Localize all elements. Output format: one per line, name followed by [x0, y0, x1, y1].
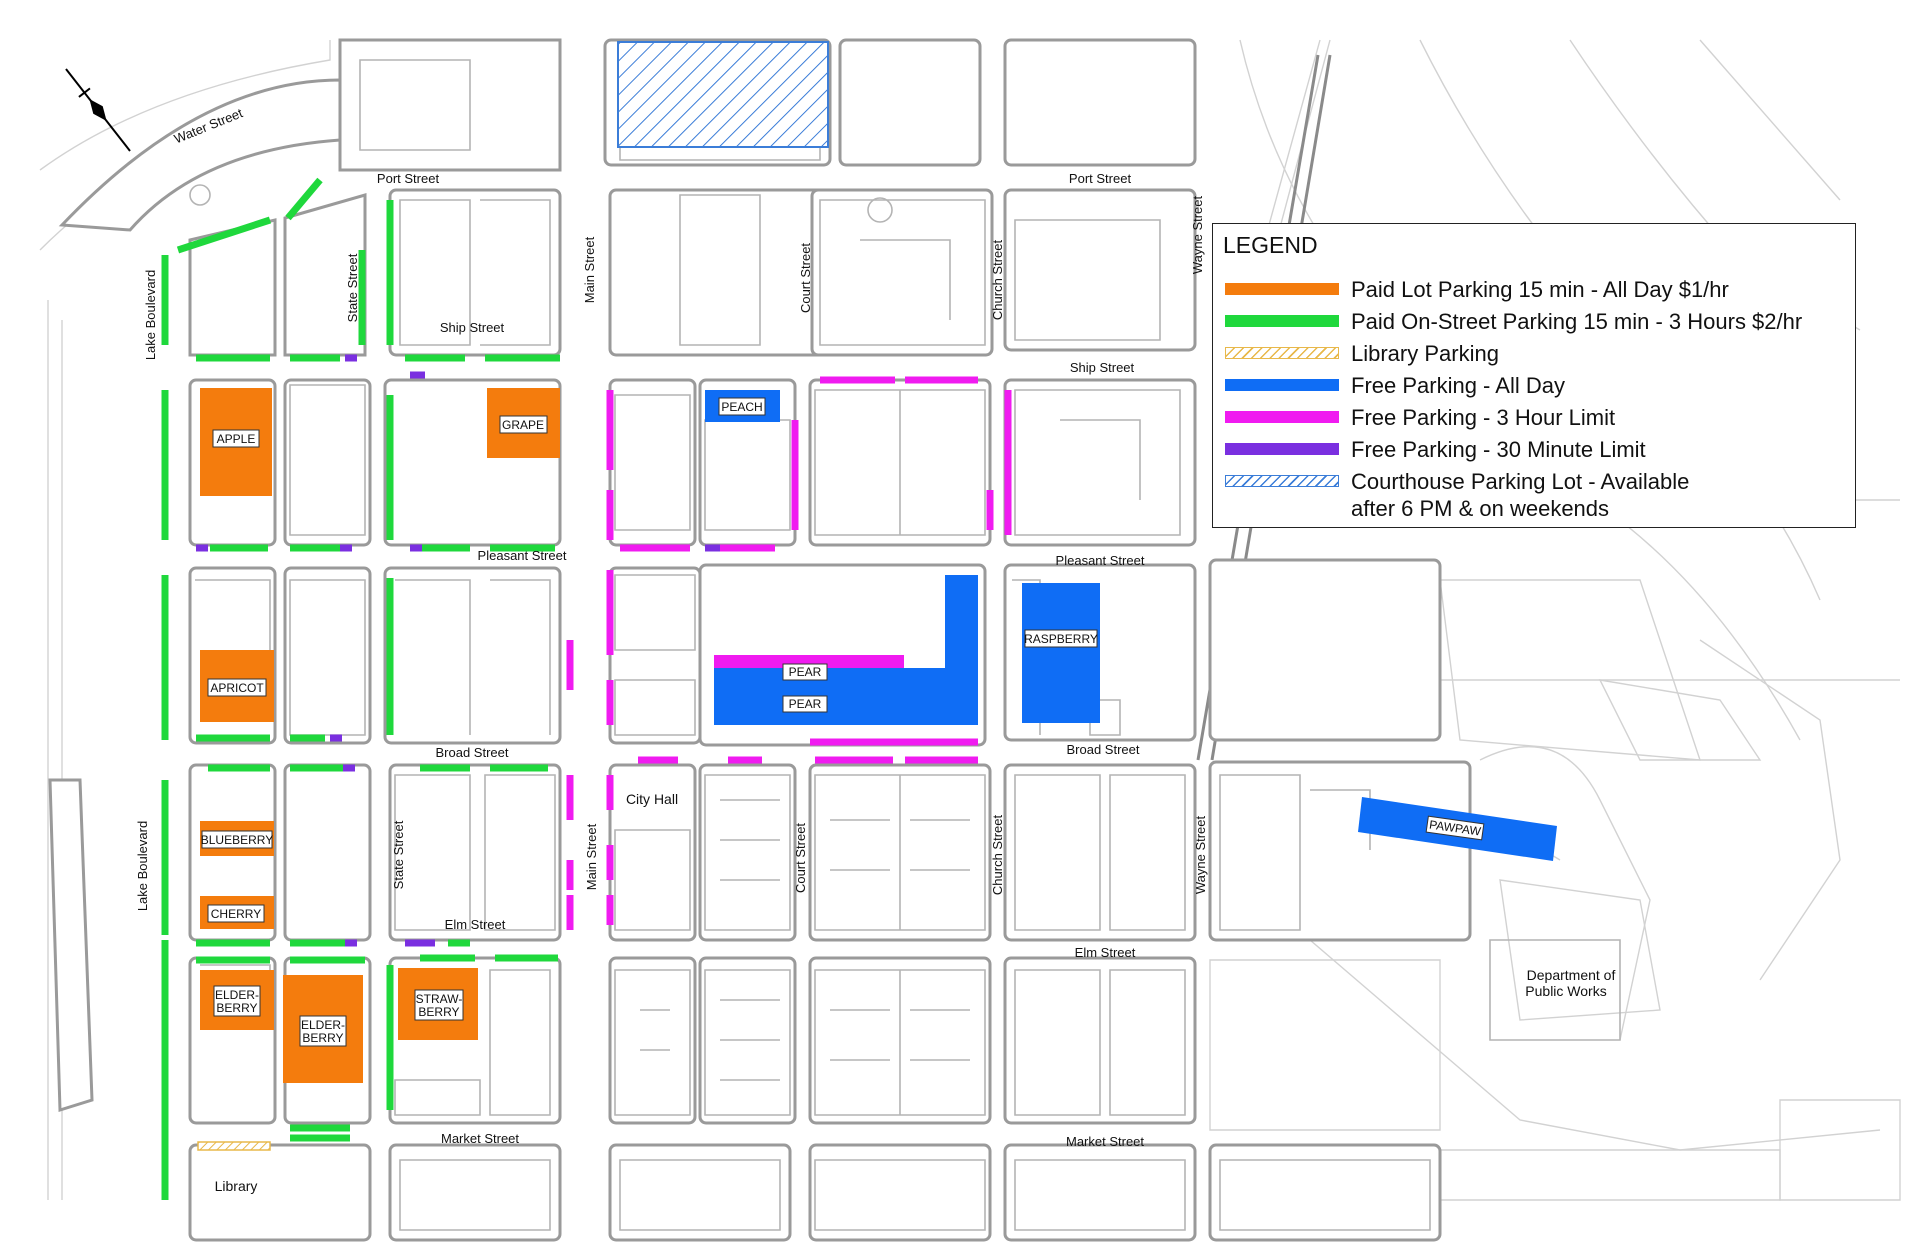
legend-swatch-free-30min [1225, 443, 1339, 455]
label-cherry: CHERRY [207, 904, 265, 923]
svg-text:STRAW-: STRAW- [416, 992, 463, 1006]
broad-street-label-w: Broad Street [436, 745, 509, 760]
legend-swatch-free-3hr [1225, 411, 1339, 423]
legend-item-free-30min: Free Parking - 30 Minute Limit [1225, 436, 1646, 462]
free-3hr-segments [566, 376, 1012, 930]
svg-text:BERRY: BERRY [216, 1001, 257, 1015]
label-strawberry: STRAW- BERRY [414, 989, 464, 1021]
ship-street-label-w: Ship Street [440, 320, 505, 335]
state-street-label-n: State Street [345, 253, 360, 322]
lake-boulevard-label-n: Lake Boulevard [143, 270, 158, 360]
library-label: Library [215, 1178, 258, 1194]
elm-street-label-e: Elm Street [1075, 945, 1136, 960]
city-hall-label: City Hall [626, 791, 678, 807]
svg-text:BERRY: BERRY [418, 1005, 459, 1019]
legend-swatch-paid-street [1225, 315, 1339, 327]
legend-swatch-paid-lot [1225, 283, 1339, 295]
library-parking[interactable] [197, 1141, 271, 1151]
svg-text:PEAR: PEAR [789, 665, 822, 679]
dpw-label-line2: Public Works [1525, 983, 1606, 999]
label-elderberry-2: ELDER- BERRY [299, 1015, 347, 1047]
legend-item-paid-lot: Paid Lot Parking 15 min - All Day $1/hr [1225, 276, 1729, 302]
state-street-label-s: State Street [391, 820, 406, 889]
legend-label: Library Parking [1351, 341, 1499, 366]
broad-street-label-e: Broad Street [1067, 742, 1140, 757]
svg-text:CHERRY: CHERRY [211, 907, 261, 921]
pleasant-street-label-w: Pleasant Street [478, 548, 567, 563]
dpw-label-line1: Department of [1527, 967, 1616, 983]
label-raspberry: RASPBERRY [1024, 629, 1098, 648]
label-blueberry: BLUEBERRY [201, 830, 273, 849]
svg-text:ELDER-: ELDER- [215, 988, 259, 1002]
svg-text:RASPBERRY: RASPBERRY [1024, 632, 1098, 646]
label-grape: GRAPE [499, 415, 548, 434]
label-peach: PEACH [718, 397, 766, 416]
north-arrow-icon [65, 68, 131, 152]
legend-label: Free Parking - 3 Hour Limit [1351, 405, 1616, 430]
lake-boulevard-label-s: Lake Boulevard [135, 821, 150, 911]
market-street-label-w: Market Street [441, 1131, 519, 1146]
legend-item-courthouse: Courthouse Parking Lot - Available after… [1225, 468, 1689, 524]
main-street-label-n: Main Street [582, 236, 597, 303]
legend-item-paid-street: Paid On-Street Parking 15 min - 3 Hours … [1225, 308, 1802, 334]
legend-label: Free Parking - All Day [1351, 373, 1565, 398]
svg-text:APPLE: APPLE [217, 432, 256, 446]
port-street-label-w: Port Street [377, 171, 440, 186]
label-apple: APPLE [212, 429, 260, 448]
church-street-label-s: Church Street [990, 815, 1005, 896]
building-labels: City Hall Department of Public Works Lib… [215, 791, 1616, 1194]
ship-street-label-e: Ship Street [1070, 360, 1135, 375]
courthouse-parking-lot[interactable] [617, 41, 829, 148]
court-street-label-n: Court Street [798, 243, 813, 313]
legend-item-library: Library Parking [1225, 340, 1499, 366]
legend-label: Paid Lot Parking 15 min - All Day $1/hr [1351, 277, 1729, 302]
lot-pear[interactable] [714, 575, 978, 725]
port-street-label-e: Port Street [1069, 171, 1132, 186]
paid-street-segments [161, 177, 560, 1200]
label-pear-1: PEAR [782, 663, 828, 681]
legend: LEGEND Paid Lot Parking 15 min - All Day… [1212, 223, 1856, 528]
legend-label: Courthouse Parking Lot - Available [1351, 469, 1690, 494]
legend-item-free-all-day: Free Parking - All Day [1225, 372, 1565, 398]
market-street-label-e: Market Street [1066, 1134, 1144, 1149]
svg-text:APRICOT: APRICOT [210, 681, 264, 695]
legend-label: Free Parking - 30 Minute Limit [1351, 437, 1646, 462]
legend-label: Paid On-Street Parking 15 min - 3 Hours … [1351, 309, 1803, 334]
church-street-label-n: Church Street [990, 240, 1005, 321]
svg-text:PEAR: PEAR [789, 697, 822, 711]
legend-label-line2: after 6 PM & on weekends [1351, 496, 1610, 521]
pear-3hr-strip[interactable] [714, 655, 904, 668]
wayne-street-label-s: Wayne Street [1193, 815, 1208, 894]
label-apricot: APRICOT [207, 678, 267, 697]
legend-swatch-library [1225, 347, 1339, 359]
svg-text:BLUEBERRY: BLUEBERRY [201, 833, 273, 847]
lot-labels: APPLE GRAPE APRICOT BLUEBERRY CHERRY ELD… [201, 397, 1485, 1047]
free-30min-segments [196, 354, 720, 947]
legend-title: LEGEND [1223, 232, 1318, 258]
svg-text:GRAPE: GRAPE [502, 418, 544, 432]
main-street-label-s: Main Street [584, 823, 599, 890]
svg-text:ELDER-: ELDER- [301, 1018, 345, 1032]
lot-raspberry[interactable] [1022, 583, 1100, 723]
legend-swatch-courthouse [1225, 475, 1339, 487]
svg-text:BERRY: BERRY [302, 1031, 343, 1045]
pleasant-street-label-e: Pleasant Street [1056, 553, 1145, 568]
elm-street-label-w: Elm Street [445, 917, 506, 932]
label-pawpaw: PAWPAW [1425, 815, 1485, 841]
wayne-street-label-n: Wayne Street [1190, 195, 1205, 274]
svg-text:PEACH: PEACH [721, 400, 762, 414]
court-street-label-s: Court Street [793, 823, 808, 893]
label-elderberry-1: ELDER- BERRY [213, 985, 261, 1017]
legend-item-free-3hr: Free Parking - 3 Hour Limit [1225, 404, 1615, 430]
label-pear-2: PEAR [782, 695, 828, 713]
legend-swatch-free-all-day [1225, 379, 1339, 391]
